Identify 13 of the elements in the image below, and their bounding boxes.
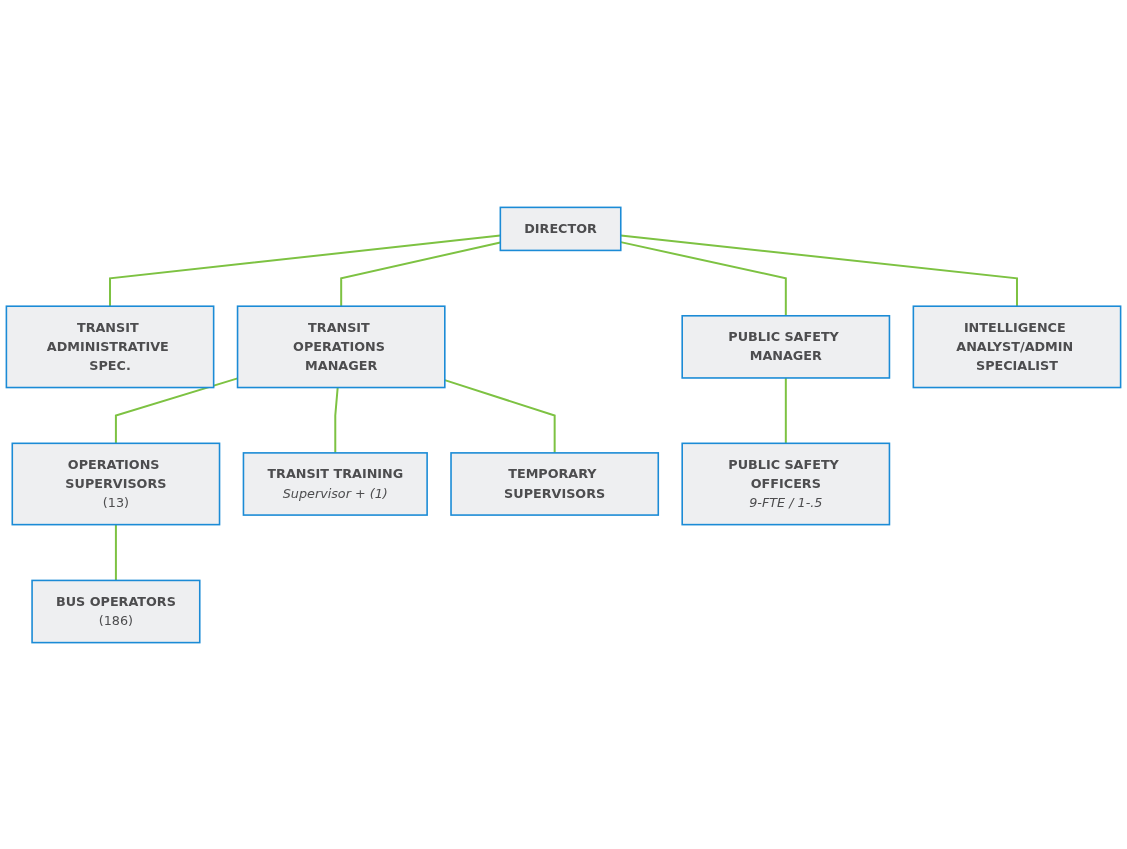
connector — [334, 386, 339, 454]
node-box: TEMPORARY SUPERVISORS — [450, 451, 660, 516]
node-box: BUS OPERATORS (186) — [31, 579, 201, 643]
node-box: PUBLIC SAFETY MANAGER — [681, 314, 891, 379]
node-box: TRANSIT OPERATIONS MANAGER — [236, 304, 446, 388]
node-box: TRANSIT ADMINISTRATIVE SPEC. — [5, 304, 215, 388]
node-box: TRANSIT TRAINING Supervisor + (1) — [242, 451, 428, 516]
connector — [114, 523, 117, 581]
node-box: OPERATIONS SUPERVISORS (13) — [11, 442, 221, 525]
node-box: DIRECTOR — [499, 206, 622, 251]
connector — [784, 376, 787, 444]
node-box: PUBLIC SAFETY OFFICERS 9-FTE / 1-.5 — [681, 442, 891, 525]
node-box: INTELLIGENCE ANALYST/ADMIN SPECIALIST — [912, 304, 1122, 388]
